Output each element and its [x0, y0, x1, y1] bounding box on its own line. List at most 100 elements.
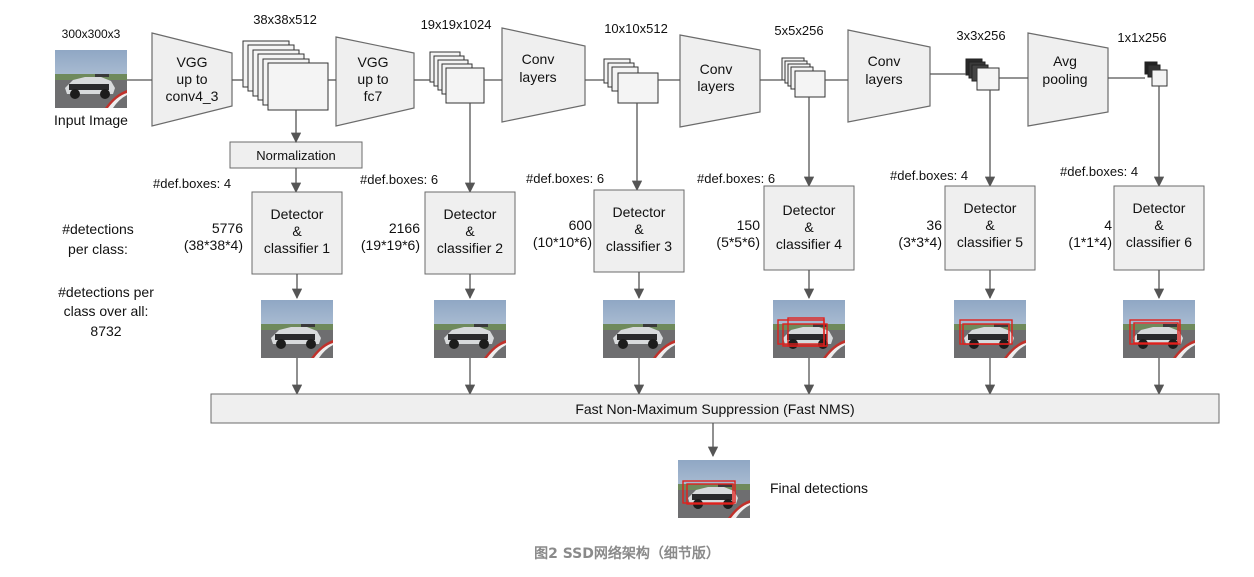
feature-map-label-6: 1x1x256	[1117, 30, 1166, 45]
detections-overall-total: 8732	[90, 323, 121, 339]
vgg2-line3: fc7	[364, 88, 383, 104]
feature-map-label-1: 38x38x512	[253, 12, 317, 27]
detector-to-result-arrows	[291, 270, 1165, 300]
detector-2-line3: classifier 2	[437, 240, 503, 256]
feature-map-label-3: 10x10x512	[604, 21, 668, 36]
result-image-4	[773, 300, 845, 358]
detector-3-line3: classifier 3	[606, 238, 672, 254]
detector-5-line1: Detector	[964, 200, 1017, 216]
detector-5-line3: classifier 5	[957, 234, 1023, 250]
count-4: 150	[737, 217, 761, 233]
detector-6-line2: &	[1154, 217, 1164, 233]
count-1-formula: (38*38*4)	[184, 237, 243, 253]
conv2-line1: Conv	[700, 61, 733, 77]
result-image-1	[261, 300, 333, 358]
nms-label: Fast Non-Maximum Suppression (Fast NMS)	[575, 401, 854, 417]
feature-to-detector-arrows	[290, 86, 1165, 194]
vgg2-line2: up to	[357, 71, 388, 87]
count-1: 5776	[212, 220, 243, 236]
avg-pooling-block	[1027, 32, 1109, 127]
count-5: 36	[926, 217, 942, 233]
detector-1-line2: &	[292, 223, 302, 239]
nms-bar	[210, 393, 1220, 424]
count-3: 600	[569, 217, 593, 233]
detector-3-line1: Detector	[613, 204, 666, 220]
conv-block-2	[679, 34, 761, 128]
detector-3: Detector & classifier 3	[593, 189, 685, 273]
detector-2-line1: Detector	[444, 206, 497, 222]
feature-map-1-stack	[1144, 61, 1168, 87]
final-image	[678, 460, 750, 518]
default-boxes-4: #def.boxes: 6	[697, 171, 775, 186]
default-boxes-3: #def.boxes: 6	[526, 171, 604, 186]
pipeline-connectors	[127, 73, 1145, 81]
feature-map-label-4: 5x5x256	[774, 23, 823, 38]
detector-2: Detector & classifier 2	[424, 191, 516, 275]
default-boxes-1: #def.boxes: 4	[153, 176, 231, 191]
result-to-nms-arrows	[291, 358, 1165, 396]
feature-map-label-5: 3x3x256	[956, 28, 1005, 43]
final-detections-label: Final detections	[770, 480, 868, 496]
detector-1: Detector & classifier 1	[251, 191, 343, 275]
conv3-line2: layers	[865, 71, 902, 87]
detections-overall-line2: class over all:	[64, 303, 149, 319]
normalization-label: Normalization	[256, 148, 335, 163]
detector-4-line3: classifier 4	[776, 236, 842, 252]
figure-caption: 图2 SSD网络架构（细节版）	[534, 546, 720, 562]
vgg1-line3: conv4_3	[166, 88, 219, 104]
count-5-formula: (3*3*4)	[898, 234, 942, 250]
vgg2-line1: VGG	[357, 54, 388, 70]
result-image-5	[954, 300, 1026, 358]
count-4-formula: (5*5*6)	[716, 234, 760, 250]
count-3-formula: (10*10*6)	[533, 234, 592, 250]
vgg-fc7-block	[335, 36, 415, 127]
detector-2-line2: &	[465, 223, 475, 239]
vgg-conv4-block	[151, 32, 233, 127]
detector-6-line3: classifier 6	[1126, 234, 1192, 250]
detector-6-line1: Detector	[1133, 200, 1186, 216]
detections-overall-line1: #detections per	[58, 284, 154, 300]
conv-block-1	[501, 27, 586, 123]
default-boxes-2: #def.boxes: 6	[360, 172, 438, 187]
count-6: 4	[1104, 217, 1112, 233]
avg-line2: pooling	[1042, 71, 1087, 87]
detector-3-line2: &	[634, 221, 644, 237]
input-image-label: Input Image	[54, 112, 128, 128]
count-2: 2166	[389, 220, 420, 236]
detector-6: Detector & classifier 6	[1113, 185, 1205, 271]
default-boxes-6: #def.boxes: 4	[1060, 164, 1138, 179]
input-dims-label: 300x300x3	[62, 27, 121, 41]
detector-5: Detector & classifier 5	[944, 185, 1036, 271]
count-2-formula: (19*19*6)	[361, 237, 420, 253]
vgg1-line2: up to	[176, 71, 207, 87]
conv2-line2: layers	[697, 78, 734, 94]
feature-map-3-stack	[965, 58, 1000, 91]
detector-1-line3: classifier 1	[264, 240, 330, 256]
feature-map-10-stack	[603, 58, 659, 104]
avg-line1: Avg	[1053, 53, 1077, 69]
conv1-line1: Conv	[522, 51, 555, 67]
feature-map-19-stack	[429, 51, 485, 104]
conv1-line2: layers	[519, 69, 556, 85]
feature-map-38-stack	[242, 40, 329, 111]
feature-map-5-stack	[781, 57, 826, 98]
input-image	[55, 50, 127, 108]
detector-4-line2: &	[804, 219, 814, 235]
result-image-3	[603, 300, 675, 358]
final-detection-box	[682, 480, 736, 505]
feature-map-label-2: 19x19x1024	[421, 17, 492, 32]
default-boxes-5: #def.boxes: 4	[890, 168, 968, 183]
conv3-line1: Conv	[868, 53, 901, 69]
detections-per-class-line1: #detections	[62, 221, 134, 237]
conv-block-3	[847, 29, 931, 123]
vgg1-line1: VGG	[176, 54, 207, 70]
count-6-formula: (1*1*4)	[1068, 234, 1112, 250]
detector-4-line1: Detector	[783, 202, 836, 218]
result-image-2	[434, 300, 506, 358]
detector-5-line2: &	[985, 217, 995, 233]
detection-boxes	[777, 317, 1181, 347]
detector-4: Detector & classifier 4	[763, 185, 855, 271]
detector-1-line1: Detector	[271, 206, 324, 222]
detections-per-class-line2: per class:	[68, 241, 128, 257]
